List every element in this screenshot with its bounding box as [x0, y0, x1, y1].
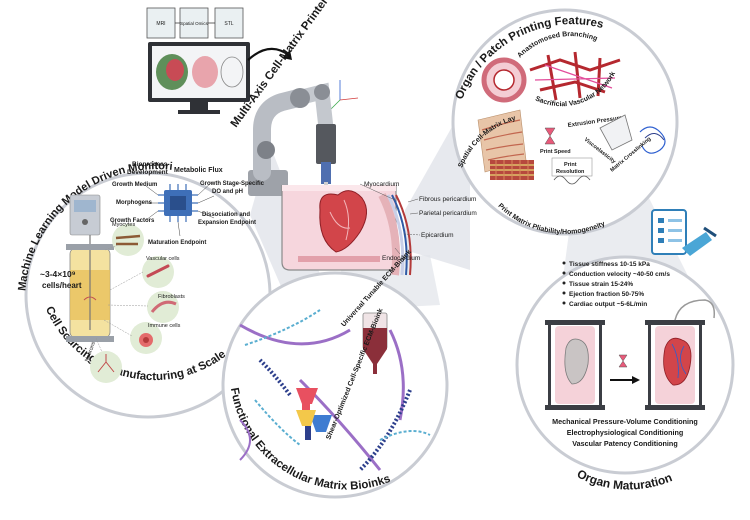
monitor-icon	[148, 42, 250, 114]
vessel-cross-section	[481, 57, 527, 103]
print-speed-label: Print Speed	[540, 149, 571, 155]
crosslink-icon	[639, 126, 666, 154]
bioprocess-2: Development	[127, 169, 169, 176]
dissociation-2: Expansion Endpoint	[198, 220, 256, 226]
growth-stage-1: Growth Stage-Specific	[200, 181, 265, 187]
print-resolution-1: Print	[564, 162, 577, 168]
growth-factors: Growth Factors	[110, 218, 155, 224]
pipeline-omics: Spatial Omics	[180, 21, 209, 26]
hourglass-arrow	[610, 354, 640, 384]
layer-fibrous: Fibrous pericardium	[419, 196, 476, 203]
bioreactor-after	[645, 299, 716, 410]
robot-arm	[248, 82, 336, 196]
metric-output: Cardiac output ~5-6L/min	[569, 301, 647, 308]
cell-label-vascular: Vascular cells	[146, 256, 180, 262]
cell-label-myocytes: Myocytes	[112, 222, 135, 228]
cell-myocytes	[112, 224, 144, 256]
conditioning-mechanical: Mechanical Pressure-Volume Conditioning	[552, 417, 698, 426]
heart-wall-layers	[359, 183, 421, 276]
maturation-endpoint: Maturation Endpoint	[148, 240, 206, 246]
metabolic-flux: Metabolic Flux	[174, 167, 223, 174]
layer-parietal: Parietal pericardium	[419, 210, 477, 217]
axis-icon	[329, 80, 359, 111]
cell-neurons	[90, 351, 122, 383]
cell-immune	[130, 322, 162, 354]
layer-epicardium: Epicardium	[421, 232, 454, 239]
bioreactor-icon	[66, 235, 114, 342]
growth-stage-2: DO and pH	[212, 189, 243, 195]
printing-bath	[281, 185, 397, 271]
dissociation-1: Dissociation and	[202, 212, 250, 218]
extrusion-nozzle	[599, 114, 633, 151]
metric-ejection: Ejection fraction 50-75%	[569, 291, 644, 298]
conditioning-vascular: Vascular Patency Conditioning	[572, 439, 677, 448]
layer-myocardium: Myocardium	[364, 181, 399, 188]
bioinks-circle	[221, 271, 449, 499]
cell-label-fibroblasts: Fibroblasts	[158, 294, 185, 300]
cell-count-2: cells/heart	[42, 281, 82, 290]
layered-scaffold	[490, 160, 534, 180]
vascular-network	[529, 51, 621, 101]
universal-bioink-syringe	[362, 312, 388, 374]
bioreactor-before	[545, 320, 605, 410]
checklist-tablet-icon	[651, 209, 717, 256]
cell-fibroblasts	[147, 291, 179, 323]
bioprocess-1: Bioprocess	[132, 161, 168, 168]
printed-heart	[319, 190, 367, 253]
pipeline-mri: MRI	[156, 21, 165, 27]
metric-strain: Tissue strain 15-24%	[569, 281, 633, 288]
conditioning-electro: Electrophysiological Conditioning	[567, 428, 684, 437]
metric-stiffness: Tissue stiffness 10-15 kPa	[569, 261, 650, 268]
pipeline-stl: STL	[224, 21, 233, 27]
growth-medium: Growth Medium	[112, 182, 157, 188]
shear-bioink-syringes	[296, 388, 332, 440]
cell-label-immune: Immune cells	[148, 323, 181, 329]
maturation-metrics	[562, 261, 566, 305]
morphogens: Morphogens	[116, 200, 153, 206]
metric-conduction: Conduction velocity ~40-50 cm/s	[569, 271, 670, 278]
cell-count-1: ~3-4×10⁹	[40, 269, 76, 279]
layer-endocardium: Endocardium	[382, 255, 420, 262]
cell-vascular	[142, 256, 174, 288]
print-resolution-2: Resolution	[556, 169, 585, 175]
pipeline-docs: MRI Spatial Omics STL	[146, 7, 244, 39]
print-resolution-panel	[551, 157, 593, 185]
chip-icon	[145, 181, 215, 237]
incubator-icon	[69, 194, 101, 236]
hourglass-icon	[544, 127, 556, 145]
maturation-section: Organ Maturation Tissue stiffness 10-15 …	[515, 255, 735, 493]
